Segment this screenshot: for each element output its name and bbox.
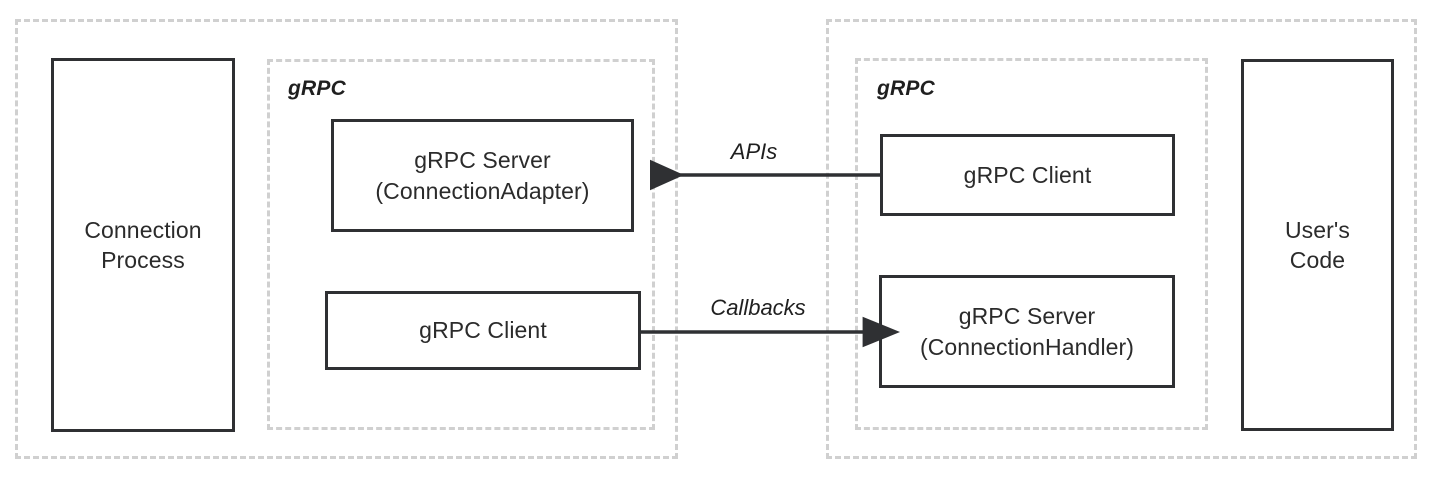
node-users-code[interactable]: User's Code bbox=[1241, 59, 1394, 431]
node-grpc-client-left[interactable]: gRPC Client bbox=[325, 291, 641, 370]
node-grpc-server-connection-adapter[interactable]: gRPC Server (ConnectionAdapter) bbox=[331, 119, 634, 232]
right-grpc-zone-outline bbox=[855, 58, 1208, 430]
node-connection-process[interactable]: Connection Process bbox=[51, 58, 235, 432]
node-grpc-server-connection-handler[interactable]: gRPC Server (ConnectionHandler) bbox=[879, 275, 1175, 388]
user-code-zone-outline bbox=[826, 19, 1417, 459]
edge-label-callbacks: Callbacks bbox=[710, 295, 806, 320]
connection-process-zone-outline bbox=[15, 19, 678, 459]
right-grpc-zone-label: gRPC bbox=[877, 77, 935, 100]
edge-label-apis: APIs bbox=[730, 139, 778, 164]
node-grpc-client-right[interactable]: gRPC Client bbox=[880, 134, 1175, 216]
left-grpc-zone-outline bbox=[267, 59, 655, 430]
left-grpc-zone-label: gRPC bbox=[288, 77, 346, 100]
